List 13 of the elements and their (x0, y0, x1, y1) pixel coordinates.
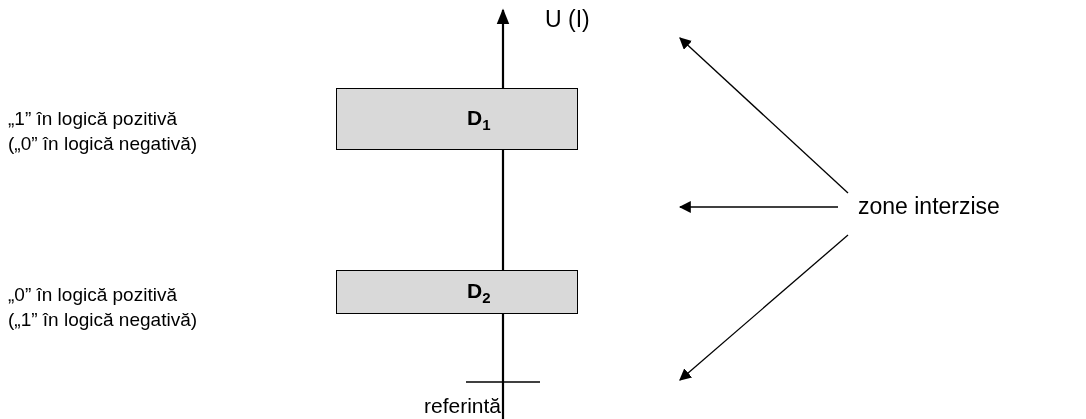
level-band (336, 88, 578, 150)
arrow (679, 37, 849, 194)
logic-level-label: („1” în logică negativă) (8, 308, 198, 332)
zone-label: zone interzise (858, 193, 1000, 220)
level-band (336, 270, 578, 314)
arrow (678, 201, 839, 213)
logic-level-label: „1” în logică pozitivă (8, 107, 177, 131)
axis-label: U (I) (545, 6, 590, 33)
logic-level-label: („0” în logică negativă) (8, 132, 198, 156)
band-label: D$_{2}$ (467, 279, 491, 307)
arrow (679, 234, 849, 381)
band-label: D$_{1}$ (467, 106, 491, 134)
logic-level-label: „0” în logică pozitivă (8, 283, 177, 307)
